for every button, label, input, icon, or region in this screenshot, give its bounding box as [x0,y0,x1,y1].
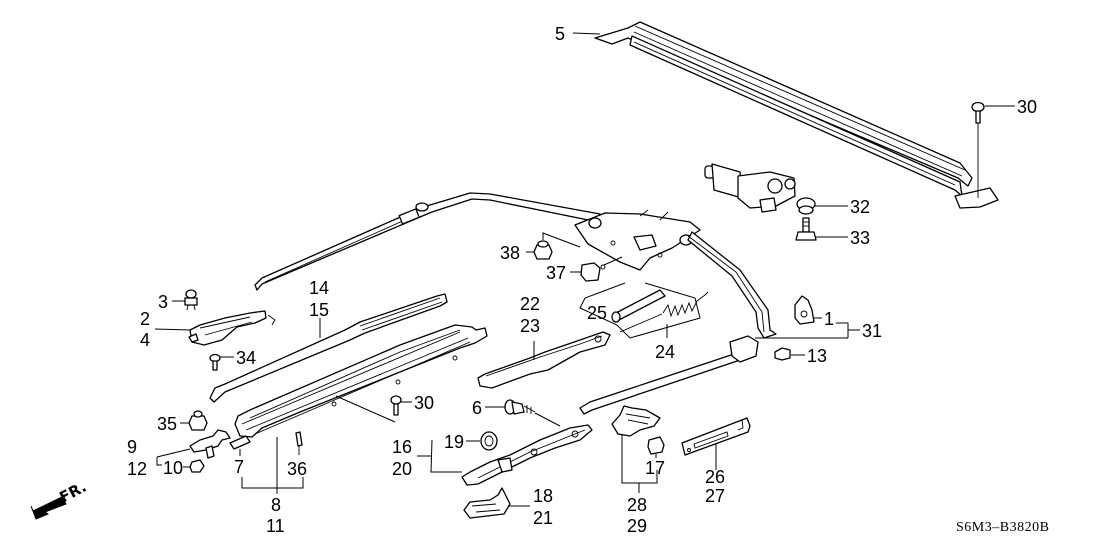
part-2-4-bracket[interactable] [188,310,276,346]
part-33-bolt[interactable] [795,217,817,241]
front-direction-marker: FR. [30,478,89,520]
part-5-rear-rail[interactable] [594,21,999,209]
callout-9[interactable]: 9 [127,437,137,457]
leader-38b [542,232,581,248]
part-19-bushing[interactable] [480,431,498,451]
callout-37[interactable]: 37 [546,263,566,283]
part-36-pin[interactable] [295,431,303,455]
part-6-bolt[interactable] [504,399,536,415]
part-30-screw-lower[interactable] [390,395,402,416]
callout-36[interactable]: 36 [287,459,307,479]
callout-33[interactable]: 33 [850,228,870,248]
callout-18[interactable]: 18 [533,486,553,506]
bracket-31 [836,322,860,338]
leader-37b [603,256,623,266]
callout-30a[interactable]: 30 [1017,97,1037,117]
part-17-cap[interactable] [647,436,665,455]
leader-2 [154,328,191,331]
bracket-9 [156,448,191,466]
callout-26[interactable]: 26 [705,467,725,487]
part-14-15-rail[interactable] [209,293,448,403]
callout-35[interactable]: 35 [157,414,177,434]
part-30-screw-top[interactable] [971,101,985,199]
part-37-block[interactable] [580,262,606,282]
callout-27[interactable]: 27 [705,486,725,506]
callout-30b[interactable]: 30 [414,393,434,413]
callout-7[interactable]: 7 [234,457,244,477]
callout-31[interactable]: 31 [862,321,882,341]
callout-4[interactable]: 4 [140,330,150,350]
callout-23[interactable]: 23 [520,316,540,336]
part-24-spring[interactable] [619,291,709,333]
leader-30b-line [335,395,396,423]
callout-8[interactable]: 8 [271,495,281,515]
part-34-screw[interactable] [209,353,221,371]
part-25-rod[interactable] [611,289,666,323]
part-38-nut[interactable] [533,240,553,260]
arrow-down-left-icon [30,496,67,520]
callout-11[interactable]: 11 [266,516,285,536]
bracket-8 [241,437,304,494]
callout-10[interactable]: 10 [163,458,183,478]
diagram-code: S6M3–B3820B [956,520,1049,535]
callout-22[interactable]: 22 [520,294,540,314]
part-18-21-slider[interactable] [463,487,511,519]
callout-16[interactable]: 16 [392,437,412,457]
callout-20[interactable]: 20 [392,459,412,479]
callout-24[interactable]: 24 [655,342,675,362]
part-1-clip[interactable] [794,295,815,325]
leader-6b [534,412,561,427]
callout-6[interactable]: 6 [472,398,482,418]
part-22-23-arm[interactable] [477,331,611,389]
callout-13[interactable]: 13 [807,346,827,366]
part-9-12-bracket[interactable] [189,429,231,459]
bracket-24 [579,282,701,339]
callout-12[interactable]: 12 [127,459,147,479]
part-13-cap[interactable] [774,347,791,361]
callout-19[interactable]: 19 [444,432,464,452]
callout-28[interactable]: 28 [627,495,647,515]
part-35-nut[interactable] [188,410,208,431]
callout-14[interactable]: 14 [309,278,329,298]
part-7-slider[interactable] [229,435,251,450]
callout-29[interactable]: 29 [627,516,647,536]
bracket-16 [417,439,462,473]
part-26-27-plate[interactable] [681,417,751,456]
part-32-motor[interactable] [704,163,816,215]
callout-21[interactable]: 21 [533,508,553,528]
callout-32[interactable]: 32 [850,197,870,217]
part-10-nut[interactable] [189,459,205,473]
callout-17[interactable]: 17 [645,458,665,478]
part-16-20-arm[interactable] [461,424,593,486]
callout-2[interactable]: 2 [140,309,150,329]
callout-5[interactable]: 5 [555,24,565,44]
part-31-cable-assembly[interactable] [254,192,777,415]
part-28-29-bracket[interactable] [611,405,661,437]
callout-3[interactable]: 3 [158,292,168,312]
callout-15[interactable]: 15 [309,300,329,320]
callout-25[interactable]: 25 [587,303,607,323]
callout-1[interactable]: 1 [824,309,834,329]
leader-5 [572,32,601,35]
callout-34[interactable]: 34 [236,348,256,368]
part-8-11-rail[interactable] [234,324,488,438]
callout-38[interactable]: 38 [500,243,520,263]
part-3-clip[interactable] [184,289,198,311]
